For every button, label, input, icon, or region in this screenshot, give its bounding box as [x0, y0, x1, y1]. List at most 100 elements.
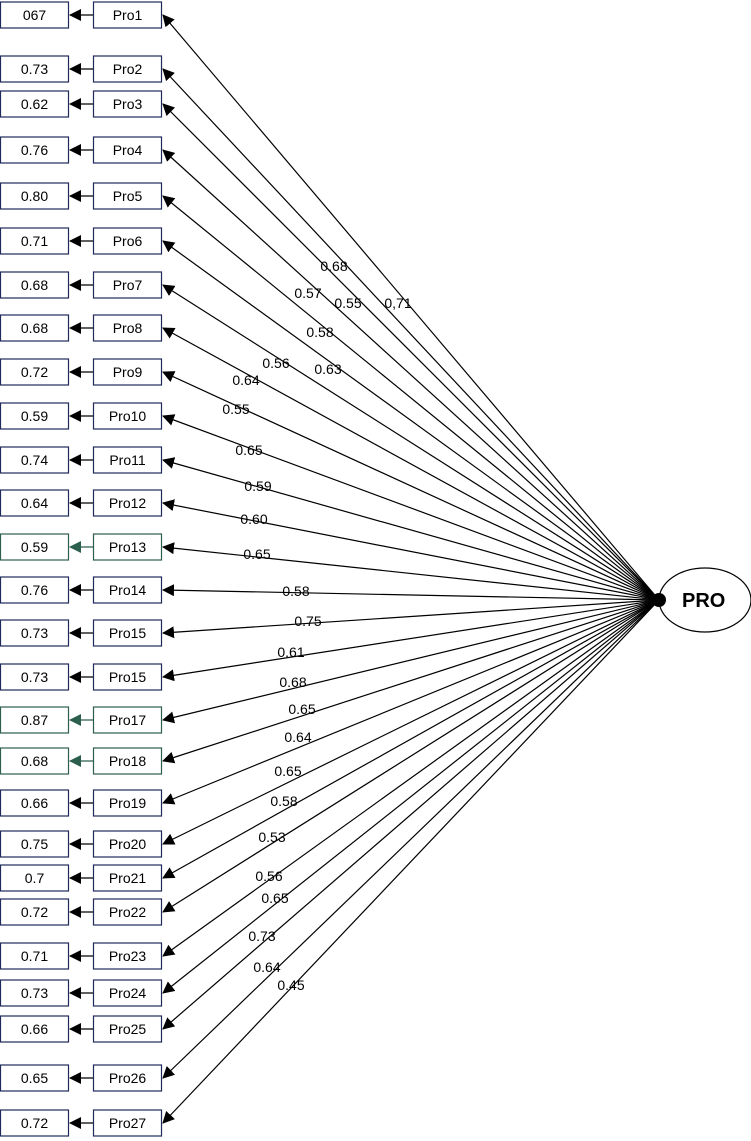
error-variance-box: [0, 55, 70, 83]
indicator-box: [92, 314, 163, 342]
error-variance-box: [0, 898, 70, 926]
indicator-box: [92, 358, 163, 386]
error-variance-value: 0.73: [21, 669, 48, 685]
indicator-label: Pro1: [113, 7, 143, 23]
loading-value: 0.58: [282, 583, 309, 599]
loading-arrow: [162, 149, 660, 601]
indicator-box: [92, 706, 163, 734]
loading-arrow: [162, 195, 660, 601]
indicator-box: [92, 227, 163, 255]
indicator-box: [92, 830, 163, 858]
error-variance-box: [0, 136, 70, 164]
indicator-label: Pro2: [113, 61, 143, 77]
loading-arrow: [162, 599, 660, 805]
indicator-label: Pro7: [113, 277, 143, 293]
loading-arrow: [162, 599, 660, 639]
latent-label: PRO: [682, 590, 725, 612]
error-variance-box: [0, 942, 70, 970]
error-variance-value: 0.76: [21, 582, 48, 598]
error-variance-box: [0, 314, 70, 342]
loading-value: 0.61: [277, 644, 304, 660]
error-variance-box: [0, 1, 70, 29]
loading-value: 0.65: [261, 890, 288, 906]
indicator-label: Pro20: [109, 836, 147, 852]
loading-value: 0.55: [222, 401, 249, 417]
loading-arrow: [162, 499, 660, 601]
error-variance-box: [0, 182, 70, 210]
loading-arrow: [162, 584, 660, 601]
loading-value: 0.73: [248, 928, 275, 944]
indicator-label: Pro13: [109, 539, 147, 555]
error-variance-value: 0.72: [21, 1115, 48, 1131]
error-variance-box: [0, 271, 70, 299]
indicator-box: [92, 942, 163, 970]
indicator-box: [92, 182, 163, 210]
loading-value: 0.65: [235, 442, 262, 458]
error-variance-value: 0.75: [21, 836, 48, 852]
indicator-row: 0.59 Pro13: [0, 533, 163, 561]
error-variance-value: 0.71: [21, 948, 48, 964]
loading-value: 0.63: [314, 361, 341, 377]
error-variance-box: [0, 864, 70, 892]
loading-value: 0.56: [262, 355, 289, 371]
indicator-row: 0.75 Pro20: [0, 830, 163, 858]
loading-arrow: [162, 371, 660, 601]
indicator-row: 0.72 Pro9: [0, 358, 163, 386]
error-variance-value: 0.66: [21, 795, 48, 811]
loading-paths: [162, 14, 660, 1124]
loading-value: 0.45: [277, 977, 304, 993]
loading-arrow: [162, 599, 660, 1030]
error-variance-box: [0, 663, 70, 691]
indicator-label: Pro14: [109, 582, 147, 598]
indicator-box: [92, 533, 163, 561]
loading-arrow: [162, 599, 660, 1124]
loading-value: 0.64: [284, 729, 311, 745]
loading-value: 0.56: [255, 868, 282, 884]
loading-value: 0.65: [274, 763, 301, 779]
indicator-label: Pro3: [113, 96, 143, 112]
indicator-label: Pro5: [113, 188, 143, 204]
error-variance-value: 0.59: [21, 408, 48, 424]
loading-value: 0.57: [294, 285, 321, 301]
loading-value: 0.60: [240, 511, 267, 527]
indicator-box: [92, 979, 163, 1007]
loading-value: 0.59: [244, 478, 271, 494]
error-variance-value: 0.68: [21, 277, 48, 293]
error-variance-box: [0, 1109, 70, 1137]
error-variance-box: [0, 533, 70, 561]
indicator-label: Pro18: [109, 753, 147, 769]
loading-arrow: [162, 414, 660, 601]
indicator-box: [92, 1109, 163, 1137]
indicator-label: Pro17: [109, 712, 147, 728]
indicator-label: Pro12: [109, 495, 147, 511]
error-variance-box: [0, 619, 70, 647]
error-variance-value: 0.59: [21, 539, 48, 555]
indicator-box: [92, 663, 163, 691]
error-variance-value: 0.65: [21, 1070, 48, 1086]
loading-value: 0.64: [232, 372, 259, 388]
indicator-box: [92, 619, 163, 647]
error-variance-box: [0, 402, 70, 430]
indicator-box: [92, 402, 163, 430]
indicator-row: 0.73 Pro15: [0, 663, 163, 691]
error-variance-box: [0, 227, 70, 255]
error-variance-box: [0, 830, 70, 858]
error-variance-value: 0.80: [21, 188, 48, 204]
error-variance-value: 0.72: [21, 364, 48, 380]
loading-value: 0.75: [294, 613, 321, 629]
indicator-label: Pro15: [109, 669, 147, 685]
indicator-label: Pro24: [109, 985, 147, 1001]
indicator-label: Pro22: [109, 904, 147, 920]
indicator-label: Pro9: [113, 364, 143, 380]
loading-value: 0.53: [258, 829, 285, 845]
loading-value: 0.64: [253, 959, 280, 975]
